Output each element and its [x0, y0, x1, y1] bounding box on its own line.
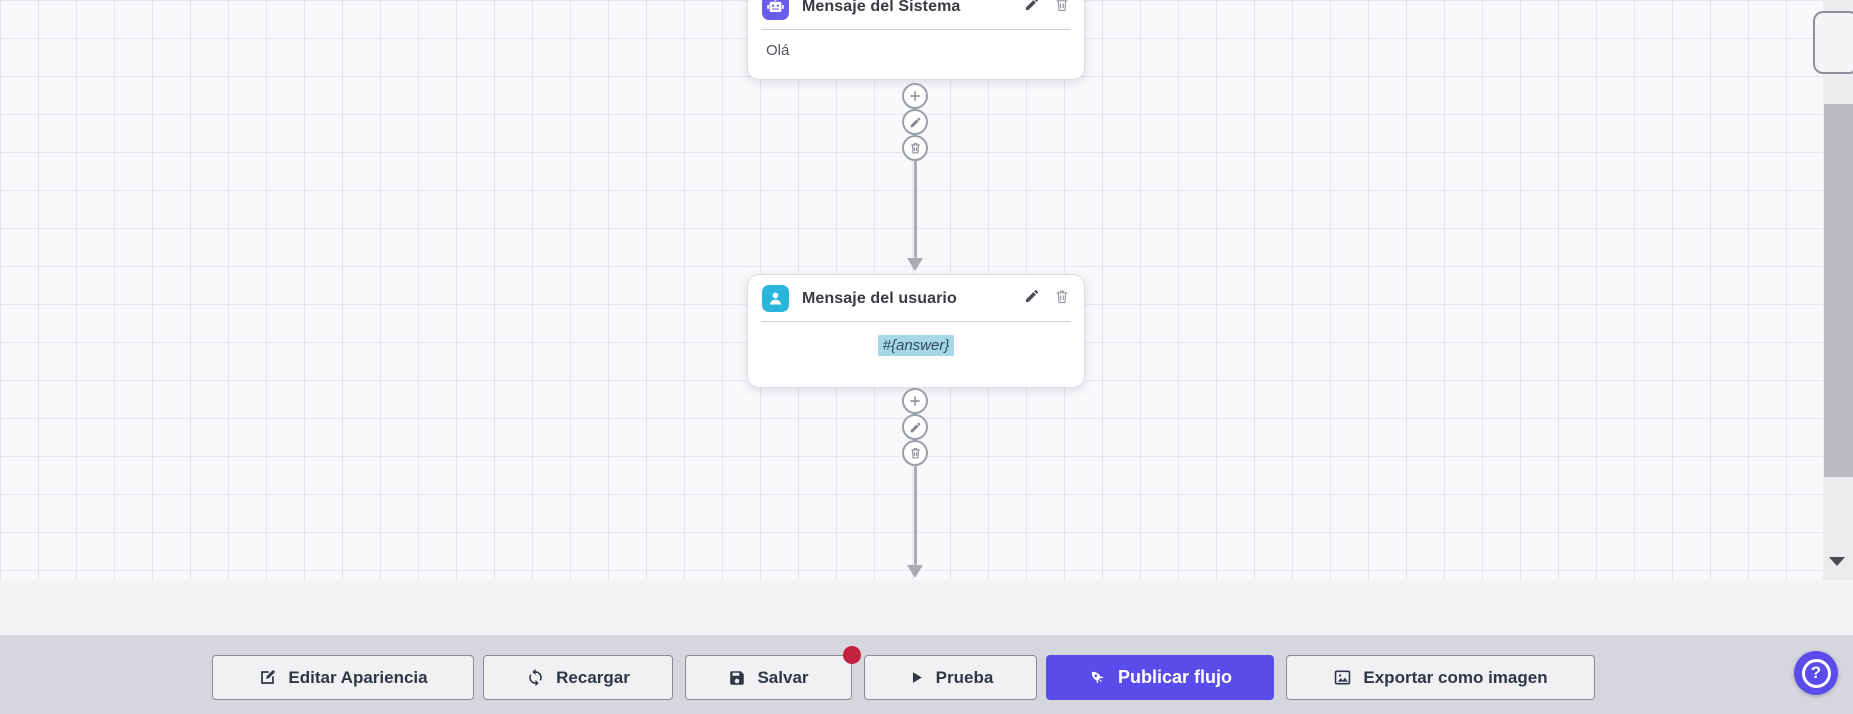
question-mark-icon: ?	[1801, 658, 1831, 688]
plus-icon	[910, 91, 920, 101]
image-icon	[1335, 670, 1351, 685]
node-title: Mensaje del Sistema	[802, 0, 961, 15]
node-body-text: #{answer}	[748, 322, 1084, 366]
help-button[interactable]: ?	[1794, 651, 1838, 695]
trash-icon	[910, 448, 920, 459]
connector-line	[914, 160, 917, 258]
robot-icon	[762, 0, 789, 20]
edit-step-button[interactable]	[902, 109, 928, 135]
export-image-button[interactable]: Exportar como imagen	[1286, 655, 1595, 700]
rocket-icon	[1091, 671, 1104, 684]
refresh-icon	[529, 668, 542, 687]
reload-button[interactable]: Recargar	[483, 655, 673, 700]
vertical-scrollbar-thumb[interactable]	[1824, 104, 1853, 477]
export-image-label: Exportar como imagen	[1363, 667, 1548, 687]
node-header: Mensaje del Sistema	[748, 0, 1084, 29]
node-user-message[interactable]: Mensaje del usuario #{answer}	[747, 274, 1085, 388]
add-step-button[interactable]	[902, 388, 928, 414]
save-button[interactable]: Salvar	[685, 655, 852, 700]
connector-arrowhead	[907, 258, 923, 271]
divider	[761, 321, 1071, 322]
publish-flow-button[interactable]: Publicar flujo	[1046, 655, 1274, 700]
variable-chip[interactable]: #{answer}	[877, 335, 955, 356]
edit-node-icon[interactable]	[1024, 0, 1040, 17]
edit-square-icon	[261, 670, 276, 684]
plus-icon	[910, 396, 920, 406]
trash-icon	[910, 143, 920, 154]
node-body-text: Olá	[766, 42, 790, 59]
pencil-icon	[910, 117, 920, 127]
save-icon	[730, 670, 745, 685]
save-label: Salvar	[757, 667, 809, 687]
edit-appearance-label: Editar Apariencia	[288, 667, 428, 687]
edit-appearance-button[interactable]: Editar Apariencia	[212, 655, 474, 700]
node-title: Mensaje del usuario	[802, 289, 957, 307]
clipped-side-panel	[1813, 11, 1853, 74]
edit-step-button[interactable]	[902, 414, 928, 440]
delete-node-icon[interactable]	[1054, 288, 1070, 310]
pencil-icon	[910, 422, 920, 432]
test-button[interactable]: Prueba	[864, 655, 1037, 700]
divider	[761, 29, 1071, 30]
unsaved-changes-badge	[843, 646, 861, 664]
delete-step-button[interactable]	[902, 135, 928, 161]
publish-flow-label: Publicar flujo	[1117, 667, 1232, 687]
add-step-button[interactable]	[902, 83, 928, 109]
canvas-footer-band	[0, 580, 1853, 635]
test-label: Prueba	[935, 667, 994, 687]
scroll-down-arrow-icon[interactable]	[1829, 557, 1845, 566]
reload-label: Recargar	[556, 667, 630, 687]
connector-line	[914, 466, 917, 565]
connector-arrowhead	[907, 565, 923, 578]
edit-node-icon[interactable]	[1024, 288, 1040, 309]
user-icon	[762, 285, 789, 312]
play-icon	[912, 672, 922, 683]
delete-node-icon[interactable]	[1054, 0, 1070, 18]
node-system-message[interactable]: Mensaje del Sistema Olá	[747, 0, 1085, 80]
flow-canvas[interactable]: Mensaje del Sistema Olá	[0, 0, 1853, 580]
node-header: Mensaje del usuario	[748, 275, 1084, 321]
delete-step-button[interactable]	[902, 440, 928, 466]
